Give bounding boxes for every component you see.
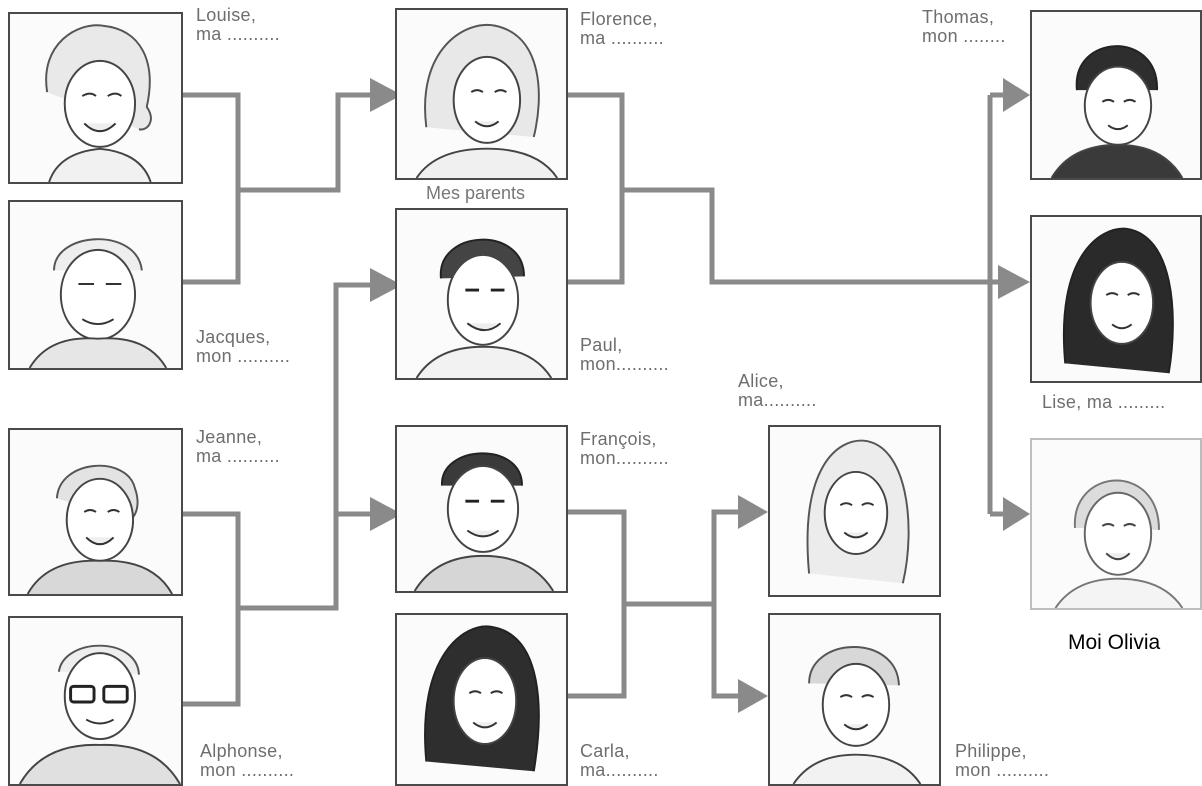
person-relation: ma..........: [580, 760, 659, 780]
face-icon: [792, 646, 922, 784]
caption-moi-olivia: Moi Olivia: [1068, 631, 1161, 654]
line-florence-paul: [568, 92, 625, 285]
face-icon: [1050, 45, 1184, 178]
label-carla: Carla, ma..........: [580, 742, 659, 780]
person-name: Paul,: [580, 335, 623, 355]
person-relation: mon..........: [580, 354, 669, 374]
portrait-lise: [1030, 215, 1202, 383]
person-name: Florence,: [580, 9, 658, 29]
arrow-florence: [370, 78, 402, 112]
portrait-jacques: [8, 200, 183, 370]
person-name: Thomas,: [922, 7, 995, 27]
person-relation: mon ..........: [200, 760, 295, 780]
label-louise: Louise, ma ..........: [196, 6, 280, 44]
person-relation: mon ........: [922, 26, 1006, 46]
person-relation: ma ..........: [196, 446, 280, 466]
portrait-olivia: [1030, 438, 1202, 610]
person-relation: ma ..........: [196, 24, 280, 44]
face-icon: [424, 625, 540, 772]
portrait-alice: [768, 425, 941, 597]
person-name: Lise, ma .........: [1042, 392, 1166, 412]
person-relation: mon ..........: [955, 760, 1050, 780]
portrait-philippe: [768, 613, 941, 786]
portrait-thomas: [1030, 10, 1202, 180]
caption-parents: Mes parents: [426, 183, 526, 203]
label-alice: Alice, ma..........: [738, 372, 817, 410]
face-icon: [415, 23, 559, 178]
arrow-lise: [998, 265, 1030, 299]
label-thomas: Thomas, mon ........: [922, 8, 1006, 46]
line-to-philippe: [711, 604, 740, 699]
label-paul: Paul, mon..........: [580, 336, 669, 374]
face-icon: [806, 439, 910, 584]
portrait-jeanne: [8, 428, 183, 596]
face-icon: [18, 644, 181, 784]
face-icon: [415, 238, 553, 378]
person-name: Alice,: [738, 371, 784, 391]
person-relation: ma ..........: [580, 28, 664, 48]
arrow-thomas: [1003, 78, 1030, 112]
arrow-olivia: [1003, 497, 1030, 531]
person-name: Philippe,: [955, 741, 1027, 761]
label-jeanne: Jeanne, ma ..........: [196, 428, 280, 466]
label-florence: Florence, ma ..........: [580, 10, 664, 48]
person-relation: mon ..........: [196, 346, 291, 366]
portrait-paul: [395, 208, 568, 380]
line-jeanne-alphonse: [183, 511, 241, 707]
face-icon: [45, 24, 152, 182]
face-icon: [1054, 479, 1184, 608]
arrow-philippe: [738, 679, 768, 713]
arrow-alice: [738, 495, 768, 529]
portrait-francois: [395, 425, 568, 593]
label-francois: François, mon..........: [580, 430, 669, 468]
person-name: Alphonse,: [200, 741, 283, 761]
line-to-cousins: [624, 509, 740, 607]
line-to-paul-francois: [238, 282, 372, 611]
line-to-children: [622, 187, 1000, 285]
person-relation: ma..........: [738, 390, 817, 410]
label-lise: Lise, ma .........: [1042, 393, 1165, 412]
label-philippe: Philippe, mon ..........: [955, 742, 1049, 780]
label-jacques: Jacques, mon ..........: [196, 328, 290, 366]
person-name: Jeanne,: [196, 427, 263, 447]
line-francois-carla: [568, 509, 627, 699]
portrait-carla: [395, 613, 568, 786]
face-icon: [413, 452, 555, 591]
portrait-louise: [8, 12, 183, 184]
person-name: Jacques,: [196, 327, 271, 347]
portrait-florence: [395, 8, 568, 180]
person-name: Carla,: [580, 741, 630, 761]
arrow-paul: [370, 268, 402, 302]
arrow-francois: [370, 497, 402, 531]
label-alphonse: Alphonse, mon ..........: [200, 742, 294, 780]
line-to-florence: [238, 92, 372, 193]
person-name: François,: [580, 429, 657, 449]
person-name: Louise,: [196, 5, 257, 25]
line-louise-jacques: [183, 92, 241, 285]
face-icon: [26, 464, 173, 594]
person-relation: mon..........: [580, 448, 669, 468]
face-icon: [28, 238, 168, 368]
portrait-alphonse: [8, 616, 183, 786]
face-icon: [1062, 227, 1174, 374]
